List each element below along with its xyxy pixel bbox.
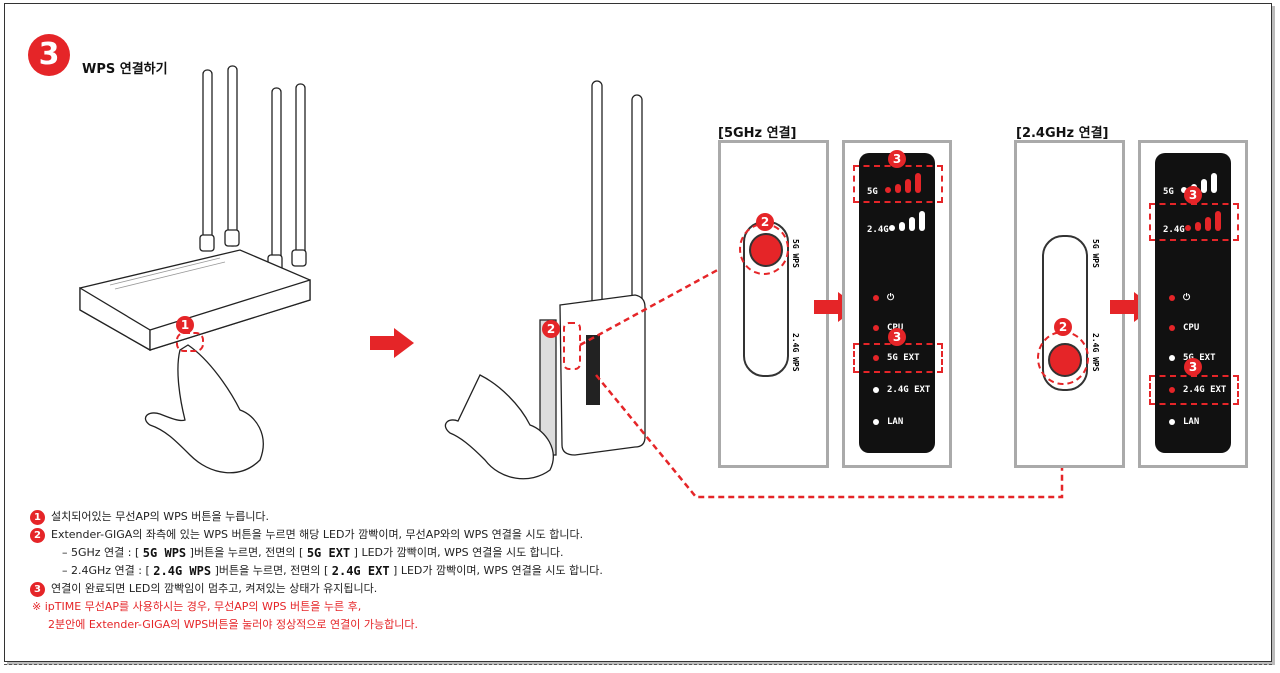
extender-illustration (444, 80, 646, 480)
highlight-5g-ext (853, 343, 943, 373)
callout-3-badge-5g-ext: 3 (888, 328, 906, 346)
section-title: WPS 연결하기 (82, 62, 168, 77)
step-number-badge: 3 (28, 34, 70, 76)
led-row-24g-signal: 2.4G (867, 225, 889, 235)
callout-2-badge-24ghz: 2 (1054, 318, 1072, 336)
highlight-24g-ext (1149, 375, 1239, 405)
led-5g-ext: 5G EXT (873, 353, 920, 363)
led-bars-24g (889, 211, 925, 231)
bottom-cut-line (4, 664, 1272, 665)
router-wps-highlight (176, 332, 204, 352)
router-illustration (79, 65, 311, 474)
highlight-5g-signal (853, 165, 943, 203)
panel-5ghz-leds: 5G 2.4G ⏻ CPU 5G EXT 2.4G EXT LAN (842, 140, 952, 468)
callout-3-badge-5g-top: 3 (888, 150, 906, 168)
btn-label-24g-24panel: 2.4G WPS (1091, 333, 1100, 372)
btn-label-24g: 2.4G WPS (791, 333, 800, 372)
flow-arrow-1 (370, 328, 414, 358)
led-lan: LAN (873, 417, 903, 427)
led-panel-5ghz: 5G 2.4G ⏻ CPU 5G EXT 2.4G EXT LAN (859, 153, 935, 453)
led-lan-24: LAN (1169, 417, 1199, 427)
wps-button-24g-highlight (1037, 331, 1089, 385)
highlight-24g-signal (1149, 203, 1239, 241)
instruction-2-24ghz: – 2.4GHz 연결 : [ 2.4G WPS ]버튼을 누르면, 전면의 [… (62, 564, 603, 578)
led-row-5g-signal: 5G (867, 187, 878, 197)
led-24g-ext: 2.4G EXT (873, 385, 930, 395)
panel-title-24ghz: [2.4GHz 연결] (1016, 126, 1109, 141)
led-cpu-24: CPU (1169, 323, 1199, 333)
note-line-1: ※ ipTIME 무선AP를 사용하시는 경우, 무선AP의 WPS 버튼을 누… (32, 600, 362, 613)
callout-2-badge-extender: 2 (542, 320, 560, 338)
led-row-5g-signal-24: 5G (1163, 187, 1174, 197)
callout-1-badge: 1 (176, 316, 194, 334)
page-frame (4, 3, 1272, 662)
led-5g-ext-24: 5G EXT (1169, 353, 1216, 363)
panel-title-5ghz: [5GHz 연결] (718, 126, 797, 141)
led-power-24: ⏻ (1169, 293, 1190, 303)
led-bars-24g-24 (1185, 211, 1221, 231)
callout-2-badge-5ghz: 2 (756, 213, 774, 231)
btn-label-5g-24panel: 5G WPS (1091, 239, 1100, 268)
led-power: ⏻ (873, 293, 894, 303)
panel-24ghz-button: 5G WPS 2.4G WPS (1014, 140, 1125, 468)
btn-label-5g: 5G WPS (791, 239, 800, 268)
note-line-2: 2분안에 Extender-GIGA의 WPS버튼을 눌러야 정상적으로 연결이… (48, 618, 418, 631)
extender-wps-highlight (563, 322, 581, 370)
led-bars-5g (885, 173, 921, 193)
led-24g-ext-24: 2.4G EXT (1169, 385, 1226, 395)
callout-3-badge-24g-top: 3 (1184, 186, 1202, 204)
panel-5ghz-button: 5G WPS 2.4G WPS (718, 140, 829, 468)
led-row-24g-signal-24: 2.4G (1163, 225, 1185, 235)
wps-pill-24ghz[interactable] (1042, 235, 1088, 391)
instruction-2-5ghz: – 5GHz 연결 : [ 5G WPS ]버튼을 누르면, 전면의 [ 5G … (62, 546, 564, 560)
callout-3-badge-24g-ext: 3 (1184, 358, 1202, 376)
